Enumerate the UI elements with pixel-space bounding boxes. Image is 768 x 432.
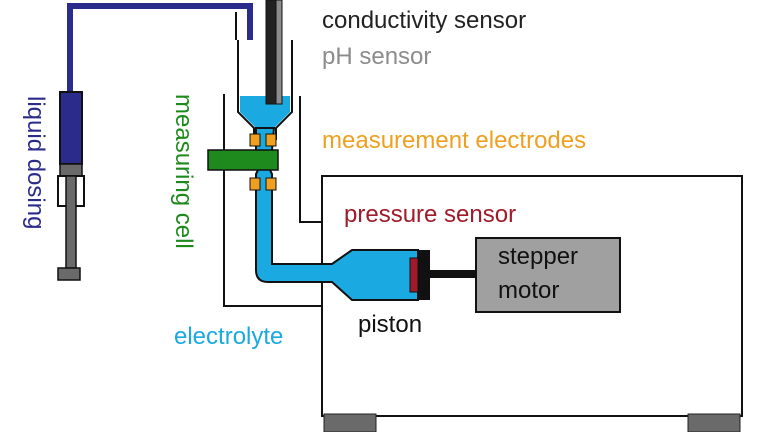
electrolyte-channel [255, 127, 419, 301]
stepper-motor-label-line1: stepper [498, 243, 578, 270]
piston-label: piston [358, 311, 422, 338]
conductivity-sensor-label: conductivity sensor [322, 7, 526, 34]
measuring-cell-clamp [207, 149, 279, 171]
measuring-cell-label: measuring cell [170, 94, 197, 249]
electrolyte-label: electrolyte [174, 323, 283, 350]
piston [418, 250, 430, 300]
liquid-dosing-label: liquid dosing [22, 96, 49, 229]
measurement-electrodes-label: measurement electrodes [322, 127, 586, 154]
measurement-electrodes [249, 133, 277, 191]
dosing-syringe [57, 91, 85, 281]
cell-right-frame [299, 96, 322, 223]
stepper-motor-label-line2: motor [498, 277, 559, 304]
pressure-sensor [409, 257, 419, 293]
pressure-sensor-label: pressure sensor [344, 201, 516, 228]
liquid-dosing-tube [67, 3, 253, 92]
stepper-motor [475, 237, 621, 313]
ph-sensor-label: pH sensor [322, 43, 431, 70]
piston-rod [430, 270, 476, 278]
ph-sensor [275, 0, 283, 105]
conductivity-sensor [265, 0, 277, 105]
